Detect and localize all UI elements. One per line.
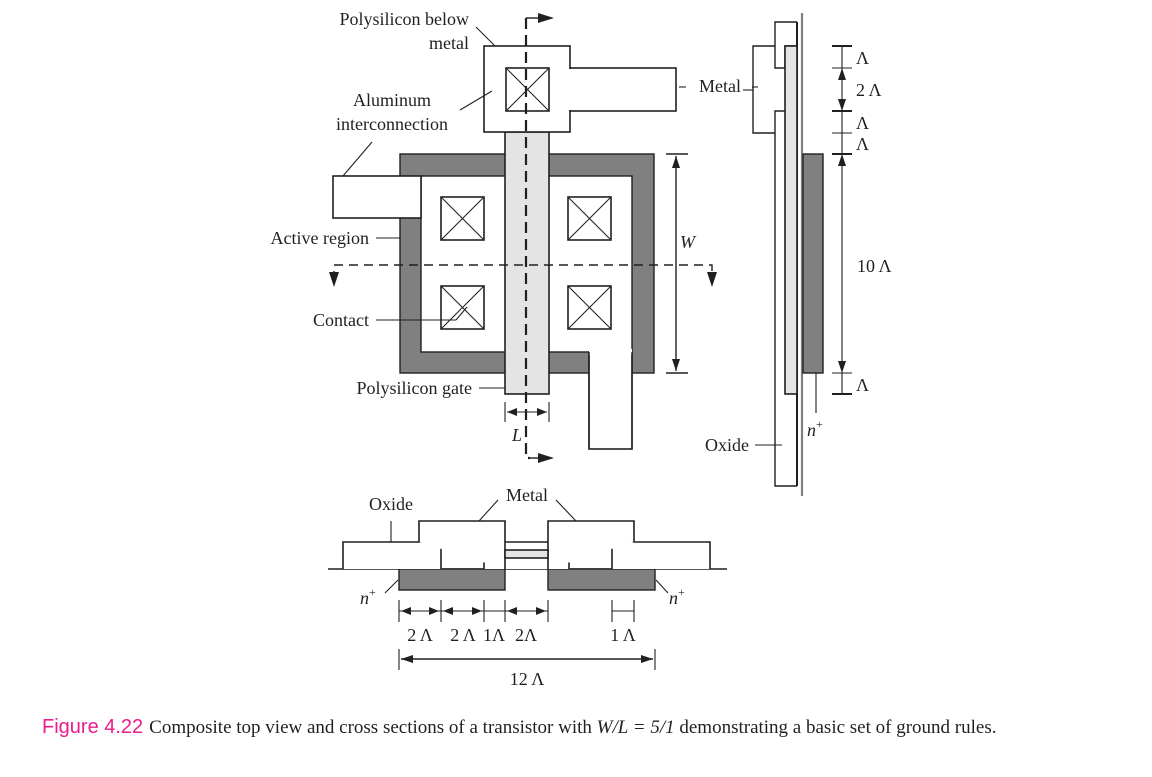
side-n-plus bbox=[802, 153, 824, 374]
bottom-poly-gate bbox=[504, 549, 549, 559]
w-label: W bbox=[680, 232, 697, 252]
metal-left-pad bbox=[332, 175, 422, 219]
bottom-dimensions bbox=[398, 600, 656, 670]
bottom-dim-2: 2 Λ bbox=[450, 625, 476, 645]
bottom-label-metal: Metal bbox=[506, 485, 548, 505]
side-label-n-plus: n+ bbox=[807, 417, 823, 440]
cut-arrow-bottom bbox=[538, 453, 554, 463]
caption-text-pre: Composite top view and cross sections of… bbox=[149, 717, 597, 738]
leader-contact bbox=[455, 306, 468, 321]
cut-arrow-right bbox=[707, 272, 717, 287]
caption-math: W/L = 5/1 bbox=[596, 717, 675, 738]
caption-text-post: demonstrating a basic set of ground rule… bbox=[674, 717, 997, 738]
bottom-label-n-plus-left: n+ bbox=[360, 585, 376, 608]
side-polysilicon bbox=[784, 45, 798, 395]
label-aluminum-1: Aluminum bbox=[353, 90, 431, 110]
side-dim-3: Λ bbox=[856, 113, 869, 133]
bottom-n-plus-right bbox=[547, 568, 656, 591]
side-dim-5: 10 Λ bbox=[857, 256, 892, 276]
side-dimensions bbox=[832, 45, 852, 395]
side-label-oxide: Oxide bbox=[705, 435, 749, 455]
l-dimension bbox=[504, 402, 550, 422]
contact-top-right bbox=[567, 196, 612, 241]
side-dim-6: Λ bbox=[856, 375, 869, 395]
bottom-dim-3: 1Λ bbox=[483, 625, 505, 645]
bottom-cross-section: Oxide Metal n+ n+ bbox=[328, 485, 727, 689]
w-dimension bbox=[666, 153, 688, 374]
cut-arrow-left bbox=[329, 272, 339, 287]
metal-right-strip bbox=[569, 67, 677, 112]
bottom-dim-total: 12 Λ bbox=[510, 669, 545, 689]
side-metal bbox=[752, 45, 775, 134]
contact-bottom-left bbox=[440, 285, 485, 330]
bottom-metal-left bbox=[418, 520, 506, 569]
side-dim-1: Λ bbox=[856, 48, 869, 68]
metal-bottom-pad bbox=[588, 351, 633, 450]
bottom-dim-1: 2 Λ bbox=[407, 625, 433, 645]
transistor-layout-diagram: W L Polysilicon below metal Aluminum int… bbox=[271, 9, 892, 689]
bottom-label-oxide: Oxide bbox=[369, 494, 413, 514]
bottom-oxide-right bbox=[611, 541, 711, 569]
label-metal: Metal bbox=[699, 76, 741, 96]
label-aluminum-2: interconnection bbox=[336, 114, 448, 134]
label-polysilicon-gate: Polysilicon gate bbox=[357, 378, 473, 398]
bottom-oxide-left bbox=[342, 541, 442, 569]
bottom-n-plus-left bbox=[398, 568, 506, 591]
label-poly-below-metal-2: metal bbox=[429, 33, 469, 53]
label-poly-below-metal-1: Polysilicon below bbox=[340, 9, 470, 29]
top-view: W L Polysilicon below metal Aluminum int… bbox=[271, 9, 758, 463]
leader-metal-left bbox=[342, 141, 373, 177]
contact-top-pad bbox=[505, 67, 550, 112]
leader-aluminum bbox=[459, 90, 493, 111]
side-dim-4: Λ bbox=[856, 134, 869, 154]
contact-top-left bbox=[440, 196, 485, 241]
label-contact: Contact bbox=[313, 310, 369, 330]
bottom-metal-right bbox=[547, 520, 635, 569]
cut-line-vertical bbox=[524, 18, 530, 460]
figure-number: Figure 4.22 bbox=[42, 716, 144, 738]
side-cross-section: Λ 2 Λ Λ Λ 10 Λ Λ Oxide n+ bbox=[705, 13, 892, 496]
leader-poly-below-metal bbox=[475, 26, 496, 47]
bottom-dim-4: 2Λ bbox=[515, 625, 537, 645]
l-label: L bbox=[511, 425, 522, 445]
cut-arrow-top bbox=[538, 13, 554, 23]
label-active-region: Active region bbox=[271, 228, 369, 248]
bottom-label-n-plus-right: n+ bbox=[669, 585, 685, 608]
bottom-dim-5: 1 Λ bbox=[610, 625, 636, 645]
side-dim-2: 2 Λ bbox=[856, 80, 882, 100]
contact-bottom-right bbox=[567, 285, 612, 330]
